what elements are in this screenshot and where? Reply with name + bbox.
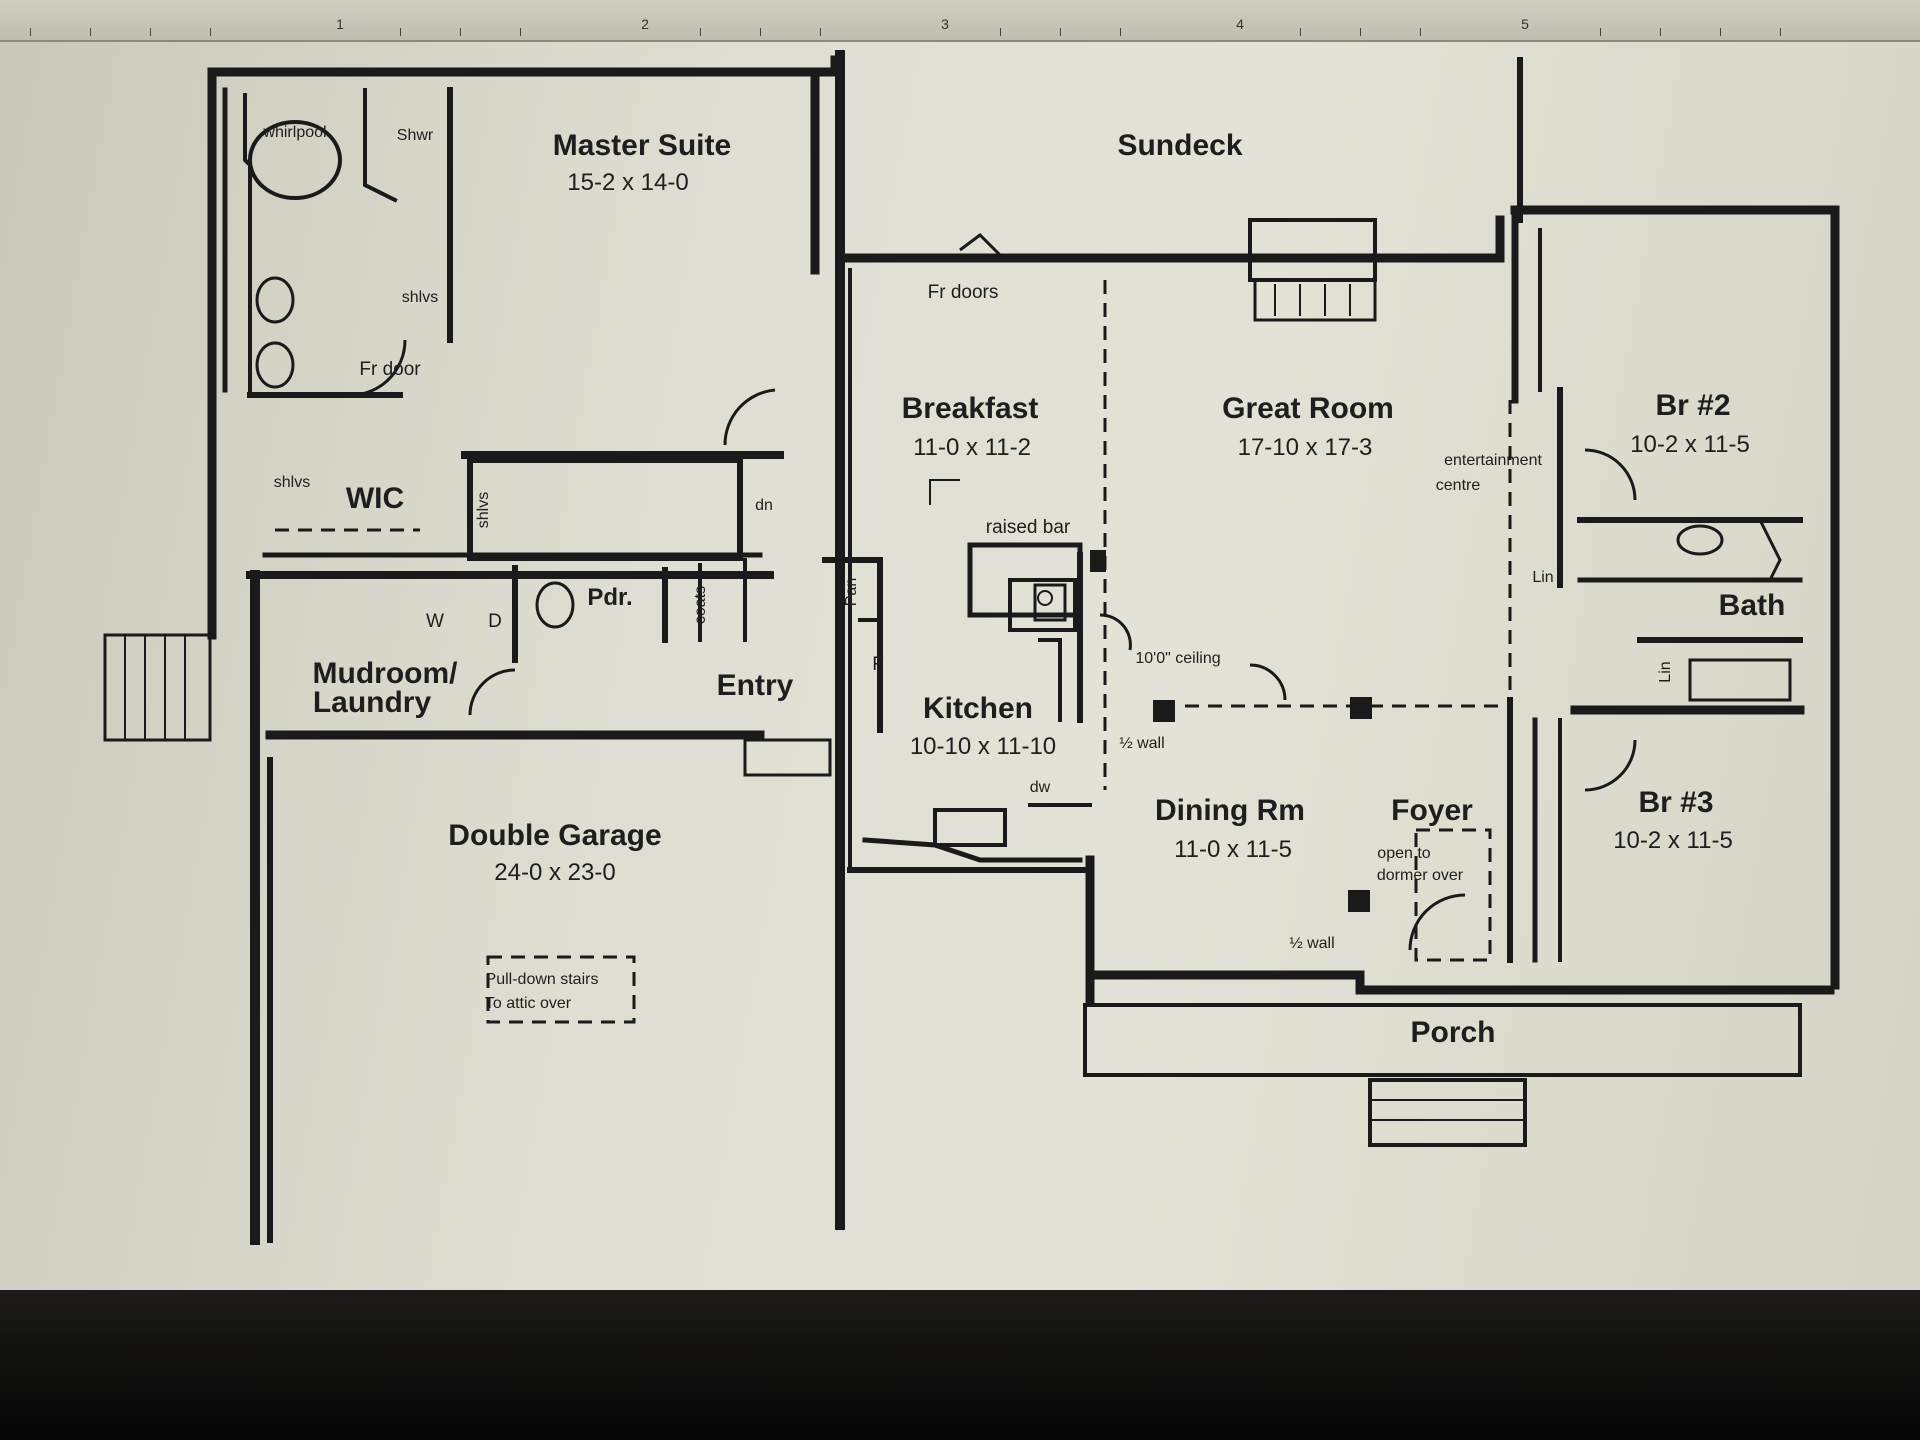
ruler-tick (1600, 28, 1601, 36)
ruler-tick (1000, 28, 1001, 36)
note-raised-bar: raised bar (986, 517, 1071, 538)
ruler-tick (460, 28, 461, 36)
note-dormer-over: dormer over (1377, 867, 1464, 884)
note-centre: centre (1436, 477, 1481, 494)
note-shelves-stair: shlvs (475, 492, 492, 528)
room-label-foyer: Foyer (1391, 794, 1473, 827)
note-french-doors: Fr doors (928, 282, 999, 303)
note-dishwasher: dw (1030, 779, 1051, 796)
note-shower: Shwr (397, 127, 434, 144)
plan-walls (103, 50, 1840, 1245)
room-label-br2: Br #2 (1655, 389, 1730, 422)
note-half-wall-kitchen: ½ wall (1119, 735, 1164, 752)
note-pantry: Pan (843, 578, 860, 606)
note-attic-over: To attic over (485, 995, 572, 1012)
ruler-tick (30, 28, 31, 36)
ruler-number: 1 (336, 16, 344, 32)
ruler-tick (1120, 28, 1121, 36)
room-size-dining: 11-0 x 11-5 (1174, 836, 1292, 863)
ruler-tick (1060, 28, 1061, 36)
room-size-great-room: 17-10 x 17-3 (1238, 434, 1373, 461)
floor-plan: Sundeck Master Suite 15-2 x 14-0 Breakfa… (103, 50, 1840, 1245)
room-label-breakfast: Breakfast (902, 392, 1039, 425)
plan-door-swings (344, 233, 1637, 951)
note-entertainment: entertainment (1444, 452, 1542, 469)
note-fridge: F (872, 654, 884, 675)
monitor-screen: 1 2 3 4 5 (0, 0, 1920, 1290)
room-size-br3: 10-2 x 11-5 (1613, 827, 1733, 854)
room-label-dining: Dining Rm (1155, 794, 1305, 827)
room-size-garage: 24-0 x 23-0 (494, 859, 615, 886)
note-ceiling: 10'0" ceiling (1135, 650, 1220, 667)
room-label-kitchen: Kitchen (923, 692, 1033, 725)
room-label-powder: Pdr. (587, 584, 632, 611)
note-open-to: open to (1377, 845, 1430, 862)
ruler-tick (820, 28, 821, 36)
note-dryer: D (488, 611, 502, 632)
room-size-master-suite: 15-2 x 14-0 (567, 169, 688, 196)
room-label-porch: Porch (1410, 1016, 1495, 1049)
ruler-tick (760, 28, 761, 36)
plan-fixtures (248, 120, 1792, 702)
ruler-tick (1720, 28, 1721, 36)
room-size-br2: 10-2 x 11-5 (1630, 431, 1750, 458)
ruler-tick (700, 28, 701, 36)
note-french-door: Fr door (359, 359, 421, 380)
ruler-tick (400, 28, 401, 36)
ruler-tick (150, 28, 151, 36)
note-washer: W (426, 611, 444, 632)
room-label-great-room: Great Room (1222, 392, 1394, 425)
room-label-br3: Br #3 (1638, 786, 1713, 819)
room-label-master-suite: Master Suite (553, 129, 731, 162)
ruler-tick (90, 28, 91, 36)
ruler-tick (520, 28, 521, 36)
ruler-tick (210, 28, 211, 36)
ruler-number: 3 (941, 16, 949, 32)
note-linen-bath: Lin (1657, 661, 1674, 682)
room-label-garage: Double Garage (448, 819, 661, 852)
room-label-laundry: Laundry (313, 686, 432, 719)
note-half-wall-dining: ½ wall (1289, 935, 1334, 952)
note-coats: coats (692, 586, 709, 624)
ruler-number: 4 (1236, 16, 1244, 32)
plan-dashed-lines (275, 280, 1512, 1024)
ruler-tick (1660, 28, 1661, 36)
ruler-tick (1780, 28, 1781, 36)
room-size-breakfast: 11-0 x 11-2 (913, 434, 1031, 461)
room-label-wic: WIC (346, 482, 404, 515)
plan-posts (1090, 550, 1372, 912)
room-label-mudroom: Mudroom/ (313, 657, 459, 690)
ruler-tick (1360, 28, 1361, 36)
ruler-tick (1420, 28, 1421, 36)
ruler-tick (1300, 28, 1301, 36)
monitor-bezel (0, 1290, 1920, 1440)
note-pulldown-stairs: Pull-down stairs (486, 971, 599, 988)
room-label-entry: Entry (717, 669, 794, 702)
ruler-number: 5 (1521, 16, 1529, 32)
note-shelves-bath: shlvs (402, 289, 438, 306)
room-size-kitchen: 10-10 x 11-10 (910, 733, 1056, 760)
note-stair-down: dn (755, 497, 773, 514)
note-whirlpool: whirlpool (262, 124, 326, 141)
room-label-sundeck: Sundeck (1117, 129, 1242, 162)
note-linen: Lin (1532, 569, 1553, 586)
note-shelves-wic: shlvs (274, 474, 310, 491)
room-label-bath: Bath (1719, 589, 1786, 622)
document-ruler[interactable]: 1 2 3 4 5 (0, 0, 1920, 42)
ruler-number: 2 (641, 16, 649, 32)
